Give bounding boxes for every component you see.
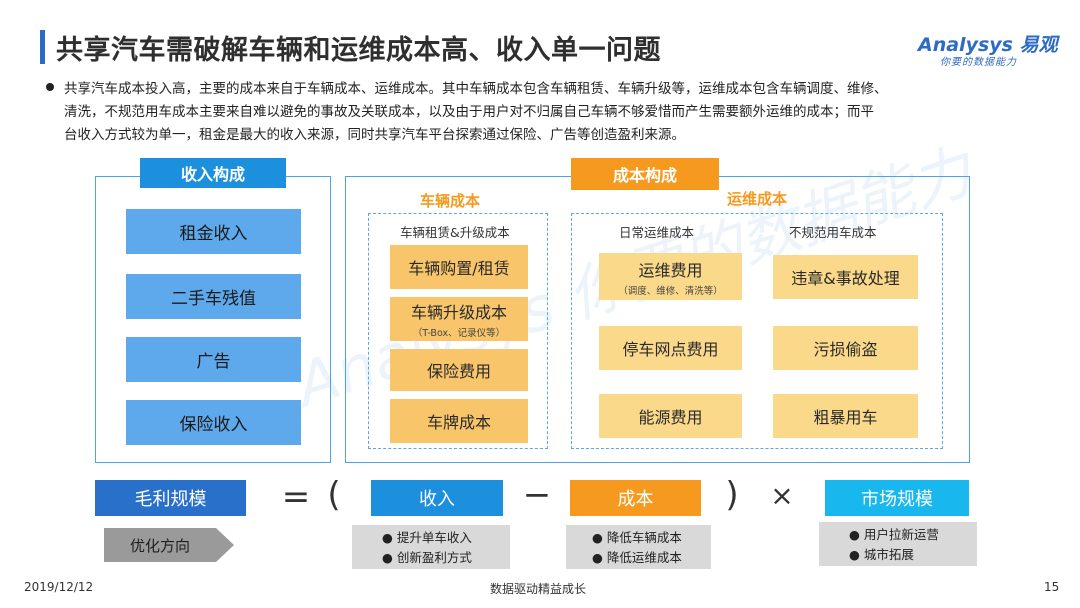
vehicle-cost-title: 车辆成本 — [420, 192, 481, 210]
minus-sign: − — [522, 475, 552, 515]
vehicle-cost-item: 车牌成本 — [390, 399, 528, 443]
item-note: （调度、维修、清洗等） — [618, 285, 723, 297]
intro-line: 清洗，不规范用车成本主要来自难以避免的事故及关联成本，以及由于用户对不归属自己车… — [64, 104, 874, 120]
market-size-box: 市场规模 — [825, 480, 969, 516]
irregular-use-item: 污损偷盗 — [773, 326, 918, 370]
daily-ops-subtitle: 日常运维成本 — [619, 225, 695, 240]
vehicle-cost-item: 保险费用 — [390, 349, 528, 391]
irregular-use-subtitle: 不规范用车成本 — [789, 225, 877, 240]
logo-brand: Analysys 易观 — [918, 34, 1058, 56]
market-tips: ● 用户拉新运营 ● 城市拓展 — [819, 522, 977, 566]
intro-line: 台收入方式较为单一，租金是最大的收入来源，同时共享汽车平台探索通过保险、广告等创… — [64, 127, 685, 143]
page-number: 15 — [1044, 580, 1060, 594]
vehicle-cost-item: 车辆升级成本 （T-Box、记录仪等） — [390, 297, 528, 341]
cost-formula-box: 成本 — [570, 480, 701, 516]
left-paren: ( — [327, 475, 341, 515]
income-item: 租金收入 — [126, 209, 301, 254]
income-item: 二手车残值 — [126, 274, 301, 319]
footer-tagline: 数据驱动精益成长 — [490, 582, 587, 596]
cost-tips: ● 降低车辆成本 ● 降低运维成本 — [566, 525, 711, 569]
footer-date: 2019/12/12 — [24, 580, 94, 594]
tip-item: ● 创新盈利方式 — [382, 550, 472, 565]
irregular-use-item: 粗暴用车 — [773, 394, 918, 438]
income-tips: ● 提升单车收入 ● 创新盈利方式 — [352, 525, 510, 569]
item-label: 停车网点费用 — [622, 340, 719, 359]
income-item: 保险收入 — [126, 400, 301, 445]
income-item: 广告 — [126, 337, 301, 382]
vehicle-cost-subtitle: 车辆租赁&升级成本 — [400, 225, 510, 240]
item-label: 保险费用 — [426, 362, 491, 381]
daily-ops-item: 运维费用 （调度、维修、清洗等） — [599, 253, 742, 300]
right-paren: ) — [725, 475, 739, 515]
tip-item: ● 降低车辆成本 — [592, 530, 682, 545]
gross-profit-box: 毛利规模 — [95, 480, 246, 516]
cost-header: 成本构成 — [571, 158, 719, 190]
equals-sign: = — [281, 477, 311, 517]
item-label: 车辆购置/租赁 — [408, 259, 510, 278]
direction-arrow-icon — [104, 528, 234, 562]
tip-item: ● 降低运维成本 — [592, 550, 682, 565]
daily-ops-item: 能源费用 — [599, 394, 742, 438]
vehicle-cost-item: 车辆购置/租赁 — [390, 245, 528, 289]
item-note: （T-Box、记录仪等） — [412, 328, 506, 339]
vehicle-cost-group — [368, 213, 548, 449]
intro-paragraph: 共享汽车成本投入高，主要的成本来自于车辆成本、运维成本。其中车辆成本包含车辆租赁… — [50, 78, 1040, 147]
bullet-dot-icon — [46, 83, 54, 91]
logo-slogan: 你要的数据能力 — [940, 57, 1017, 68]
irregular-use-item: 违章&事故处理 — [773, 255, 918, 299]
times-sign: × — [770, 479, 794, 512]
income-header: 收入构成 — [140, 158, 286, 188]
page-title: 共享汽车需破解车辆和运维成本高、收入单一问题 — [56, 35, 661, 66]
item-label: 能源费用 — [638, 408, 703, 427]
direction-label: 优化方向 — [129, 536, 190, 555]
intro-line: 共享汽车成本投入高，主要的成本来自于车辆成本、运维成本。其中车辆成本包含车辆租赁… — [64, 81, 888, 97]
tip-item: ● 用户拉新运营 — [849, 527, 939, 542]
daily-ops-item: 停车网点费用 — [599, 326, 742, 370]
item-label: 车辆升级成本 — [410, 303, 507, 322]
tip-item: ● 城市拓展 — [849, 547, 914, 562]
item-label: 车牌成本 — [426, 413, 491, 432]
ops-cost-title: 运维成本 — [727, 190, 788, 208]
income-formula-box: 收入 — [371, 480, 503, 516]
item-label: 运维费用 — [638, 260, 703, 280]
title-accent-bar — [40, 30, 45, 64]
tip-item: ● 提升单车收入 — [382, 530, 472, 545]
analysys-logo: Analysys 易观 你要的数据能力 — [918, 30, 1058, 68]
ops-cost-group — [571, 213, 943, 449]
